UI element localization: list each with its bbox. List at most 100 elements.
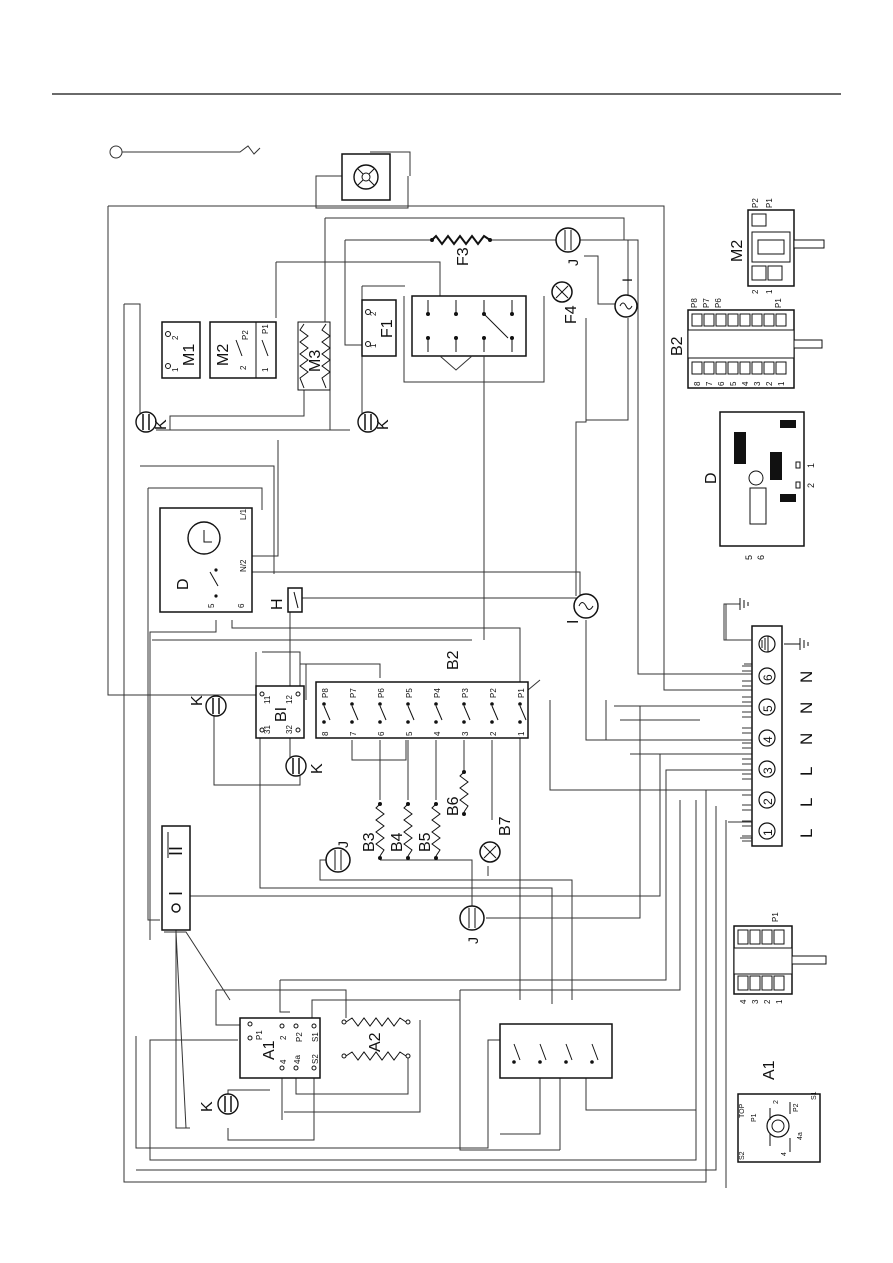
label-m3: M3 bbox=[307, 350, 324, 372]
capacitor-k-5: K bbox=[199, 1093, 239, 1115]
b2-contact-6 bbox=[463, 705, 471, 721]
thermostat-f1: 2 1 F1 bbox=[361, 299, 397, 357]
detail-a1-2: 2 bbox=[773, 1100, 780, 1104]
detail-a1-p1: P1 bbox=[751, 1113, 758, 1122]
label-j-bottom: J bbox=[465, 937, 481, 944]
b2-bottom-8: 8 bbox=[321, 731, 330, 736]
terminal-4 bbox=[758, 729, 776, 747]
label-roman-1: I bbox=[166, 891, 186, 896]
b2-bottom-2: 2 bbox=[489, 731, 498, 736]
b2-detail-tab-top-4 bbox=[739, 313, 751, 327]
switch-block-top bbox=[403, 295, 545, 640]
b2-detail-tab-top-6 bbox=[715, 313, 727, 327]
pin-a1-4a: 4a bbox=[293, 1055, 302, 1064]
detail-m2-p1: P1 bbox=[765, 198, 774, 208]
label-k-5: K bbox=[199, 1101, 216, 1112]
b2-bottom-7: 7 bbox=[349, 731, 358, 736]
a1sw-bottom-1: 1 bbox=[775, 999, 784, 1004]
terminal-number-4: 4 bbox=[761, 736, 775, 743]
terminal-block bbox=[723, 598, 809, 847]
pin-m1-2: 2 bbox=[171, 335, 180, 340]
terminal-2 bbox=[758, 791, 776, 809]
detail-a1-s1: S1 bbox=[811, 1091, 818, 1100]
label-k-1: K bbox=[153, 419, 170, 430]
detail-d-title: D bbox=[703, 472, 720, 484]
terminal-line-1: L bbox=[797, 829, 816, 838]
terminal-1 bbox=[758, 822, 776, 840]
terminal-number-3: 3 bbox=[761, 767, 775, 774]
label-k-2: K bbox=[375, 419, 392, 430]
b2-contact-4 bbox=[407, 705, 415, 721]
pin-a1-p1: P1 bbox=[255, 1030, 264, 1040]
a1sw-tab-top-3 bbox=[761, 929, 773, 945]
b2-detail-tab-bottom-1 bbox=[775, 361, 787, 375]
b2-top-p3: P3 bbox=[461, 688, 470, 698]
detail-b2-title: B2 bbox=[669, 336, 686, 356]
label-d: D bbox=[175, 578, 192, 590]
label-a1: A1 bbox=[261, 1040, 278, 1060]
heater-b3: B3 bbox=[361, 802, 385, 860]
detail-a1-title: A1 bbox=[761, 1060, 778, 1080]
pin-bi-32: 32 bbox=[285, 725, 294, 734]
b2-detail-top-p1: P1 bbox=[774, 298, 783, 308]
detail-m2: P2 P1 2 1 M2 bbox=[729, 198, 825, 294]
lamp-f4: F4 bbox=[551, 281, 580, 324]
detail-m2-p2: P2 bbox=[751, 198, 760, 208]
b2-bottom-5: 5 bbox=[405, 731, 414, 736]
terminal-number-1: 1 bbox=[761, 829, 775, 836]
detail-d-5: 5 bbox=[744, 555, 754, 560]
detail-a1-4a: 4a bbox=[797, 1132, 804, 1140]
b2-detail-bottom-6: 6 bbox=[717, 381, 726, 386]
pin-bi-12: 12 bbox=[285, 695, 294, 704]
heater-b6: B6 bbox=[445, 770, 469, 816]
b2-detail-top-p7: P7 bbox=[702, 298, 711, 308]
pin-m2-1: 1 bbox=[261, 367, 270, 372]
b2-detail-top-p6: P6 bbox=[714, 298, 723, 308]
b2-contact-7 bbox=[491, 705, 499, 721]
motor-j-top: J bbox=[555, 227, 581, 266]
a1sw-tab-top-4 bbox=[773, 929, 785, 945]
b2-dot-top-8 bbox=[518, 702, 522, 706]
detail-a1-p2: P2 bbox=[793, 1103, 800, 1112]
detail-a1: A1 TOP P1 2 P2 S1 4a 4 S2 bbox=[737, 1060, 821, 1163]
capacitor-k-2: K bbox=[357, 411, 392, 433]
label-b5: B5 bbox=[417, 832, 434, 852]
motor-j-bottom: J bbox=[459, 905, 485, 944]
door-switch-h: H bbox=[269, 587, 303, 613]
b2-dot-bottom-7 bbox=[490, 720, 494, 724]
motor-m1: 2 1 M1 bbox=[161, 321, 201, 379]
label-f4: F4 bbox=[563, 305, 580, 324]
switch-i-ii: II I bbox=[161, 825, 191, 931]
label-f1: F1 bbox=[379, 319, 396, 338]
terminal-line-3: L bbox=[797, 767, 816, 776]
pin-f1-2: 2 bbox=[369, 311, 378, 316]
b2-contact-5 bbox=[435, 705, 443, 721]
pin-a1-s1: S1 bbox=[311, 1032, 320, 1042]
detail-d: D 5 6 2 1 bbox=[703, 411, 816, 560]
pin-d-n2: N/2 bbox=[239, 559, 248, 572]
a1sw-tab-bottom-3 bbox=[761, 975, 773, 991]
detail-m2-title: M2 bbox=[729, 240, 746, 262]
label-m2: M2 bbox=[215, 344, 232, 366]
b2-dot-bottom-3 bbox=[378, 720, 382, 724]
timer-d: L/1 N/2 5 6 D bbox=[159, 507, 253, 613]
b2-detail-tab-top-7 bbox=[703, 313, 715, 327]
b2-detail-tab-bottom-3 bbox=[751, 361, 763, 375]
terminal-number-5: 5 bbox=[761, 705, 775, 712]
b2-dot-bottom-8 bbox=[518, 720, 522, 724]
pin-d-5: 5 bbox=[207, 603, 216, 608]
pin-d-6: 6 bbox=[237, 603, 246, 608]
terminal-5 bbox=[758, 698, 776, 716]
label-i-top: I bbox=[619, 278, 635, 282]
label-k-4: K bbox=[309, 763, 326, 774]
capacitor-k-3: K bbox=[189, 695, 227, 717]
label-b3: B3 bbox=[361, 832, 378, 852]
b2-contact-1 bbox=[323, 705, 331, 721]
detail-m2-1: 1 bbox=[765, 289, 774, 294]
pin-bi-31: 31 bbox=[263, 725, 272, 734]
b2-detail-tab-bottom-4 bbox=[739, 361, 751, 375]
